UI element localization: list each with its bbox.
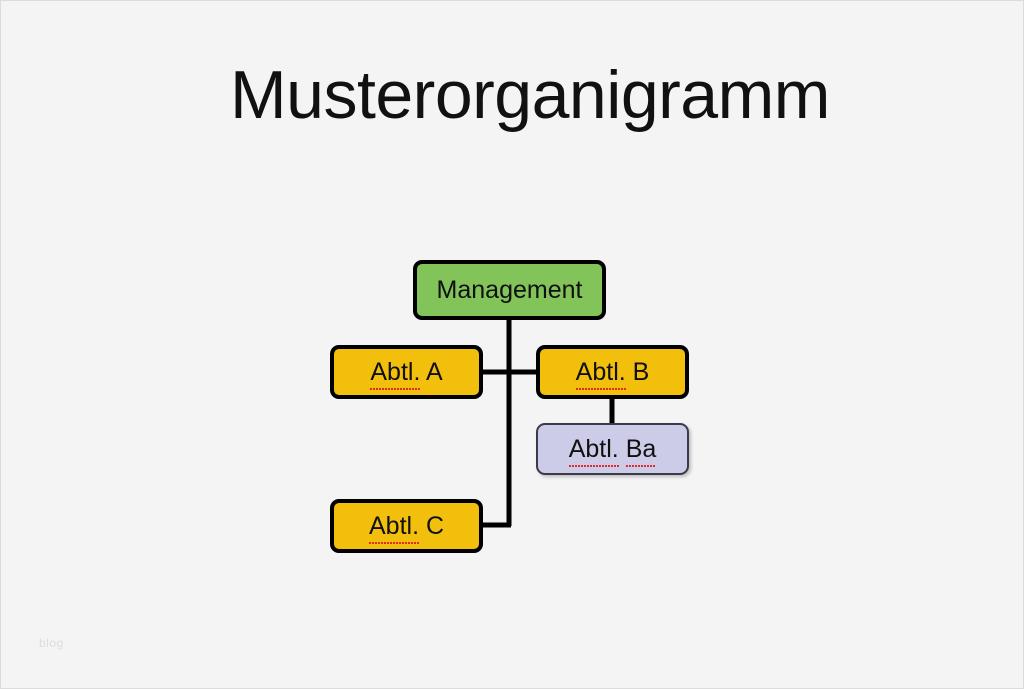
node-management[interactable]: Management: [413, 260, 606, 320]
node-abtl-b-label: Abtl. B: [575, 357, 650, 391]
node-abtl-ba[interactable]: Abtl. Ba: [536, 423, 689, 475]
node-abtl-c[interactable]: Abtl. C: [330, 499, 483, 553]
node-abtl-b[interactable]: Abtl. B: [536, 345, 689, 399]
watermark: blog: [39, 636, 64, 650]
spellcheck-underline: Abtl.: [370, 357, 421, 391]
spellcheck-underline: Abtl.: [368, 511, 420, 545]
spellcheck-underline: Abtl.: [575, 357, 626, 391]
node-abtl-a[interactable]: Abtl. A: [330, 345, 483, 399]
node-abtl-c-label: Abtl. C: [368, 511, 445, 545]
node-management-label: Management: [436, 275, 583, 304]
node-abtl-ba-label: Abtl. Ba: [568, 434, 657, 468]
spellcheck-underline: Ba: [625, 434, 657, 468]
page-title: Musterorganigramm: [230, 57, 830, 133]
spellcheck-underline: Abtl.: [568, 434, 619, 468]
node-abtl-a-label: Abtl. A: [370, 357, 443, 391]
